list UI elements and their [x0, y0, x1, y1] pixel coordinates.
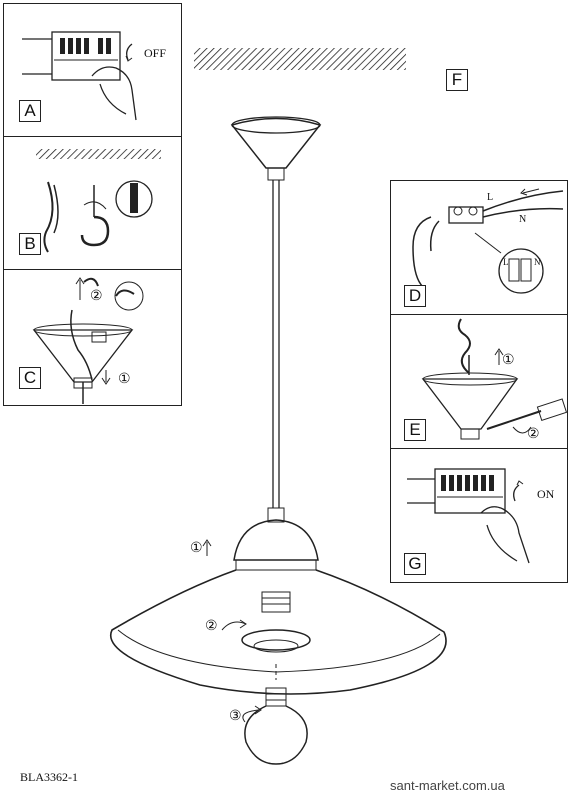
wire-l-label: L — [487, 192, 494, 203]
terminal-n-label: N — [534, 257, 541, 267]
fuse-box-off-illustration — [22, 31, 137, 121]
panel-b-label: B — [19, 233, 41, 255]
panel-e: ① ② E — [390, 314, 568, 449]
panel-e-label: E — [404, 419, 426, 441]
terminal-l-label: L — [503, 257, 509, 267]
panel-d: L N L N D — [390, 180, 568, 315]
panel-c: ② ① C — [3, 269, 182, 406]
panel-f-label: F — [446, 69, 468, 91]
panel-d-label: D — [404, 285, 426, 307]
step-1-marker: ① — [118, 372, 131, 387]
switch-off-text: OFF — [144, 46, 167, 60]
panel-g: ON G — [390, 448, 568, 583]
wire-n-label: N — [519, 214, 527, 225]
model-number: BLA3362-1 — [20, 770, 78, 784]
panel-g-label: G — [404, 553, 426, 575]
lamp-step-3: ③ — [229, 709, 242, 724]
fuse-box-on-illustration — [407, 468, 530, 564]
canopy-step-2: ② — [527, 427, 540, 442]
panel-b: B — [3, 136, 182, 270]
switch-on-text: ON — [537, 487, 555, 501]
ceiling-hook-illustration — [36, 149, 161, 253]
canopy-hook-illustration — [32, 277, 144, 404]
lamp-step-1: ① — [190, 541, 203, 556]
canopy-step-1: ① — [502, 353, 515, 368]
panel-a: OFF A — [3, 3, 182, 137]
terminal-wiring-illustration — [412, 188, 564, 294]
watermark: sant-market.com.ua — [390, 778, 505, 793]
panel-a-label: A — [19, 100, 41, 122]
step-2-marker: ② — [90, 289, 103, 304]
canopy-screw-illustration — [421, 318, 568, 440]
panel-c-label: C — [19, 367, 41, 389]
lamp-step-2: ② — [205, 619, 218, 634]
